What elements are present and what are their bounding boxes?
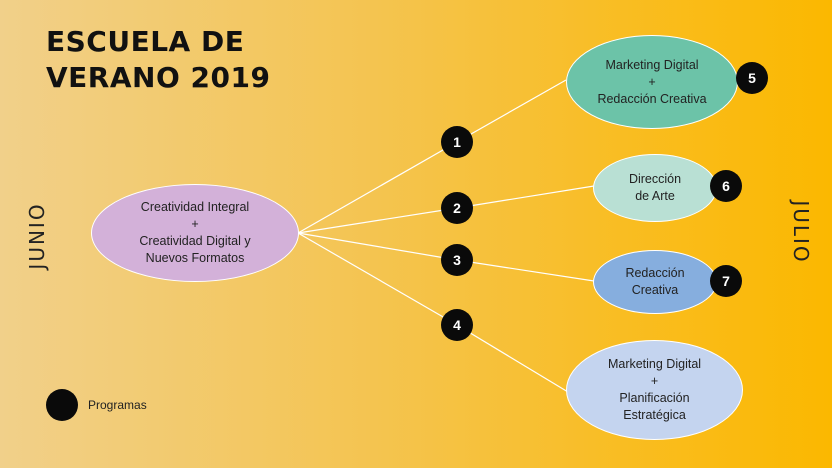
step-badge-1: 1	[441, 126, 473, 158]
connector-center-step-4	[297, 232, 458, 326]
program-badge-7-text: 7	[722, 273, 730, 289]
center-node-line-2: +	[191, 217, 199, 231]
month-label-julio-text: JULIO	[789, 200, 813, 264]
program-badge-6: 6	[710, 170, 742, 202]
program-5-line-3: Redacción Creativa	[597, 91, 707, 106]
center-node-line-4: Nuevos Formatos	[145, 251, 245, 265]
step-badge-2: 2	[441, 192, 473, 224]
step-badge-4-text: 4	[453, 317, 461, 333]
program-node-7: Redacción Creativa	[593, 250, 717, 314]
month-label-junio: JUNIO	[25, 202, 49, 269]
program-badge-5-text: 5	[748, 70, 756, 86]
connector-step-4-program-last	[456, 324, 569, 393]
title-line-2: VERANO 2019	[46, 61, 271, 94]
connector-step-1-program-5	[456, 79, 567, 143]
program-7-line-1: Redacción	[625, 266, 685, 280]
month-label-junio-text: JUNIO	[25, 202, 49, 270]
program-node-marketing-planificacion: Marketing Digital + Planificación Estrat…	[566, 340, 743, 440]
program-5-line-2: +	[648, 74, 656, 89]
program-node-5: Marketing Digital + Redacción Creativa	[566, 35, 738, 129]
step-badge-3-text: 3	[453, 252, 461, 268]
program-last-line-2: +	[650, 374, 659, 388]
legend-label: Programas	[88, 398, 147, 412]
program-badge-6-text: 6	[722, 178, 730, 194]
program-last-line-1: Marketing Digital	[607, 357, 702, 371]
step-badge-2-text: 2	[453, 200, 461, 216]
month-label-julio: JULIO	[789, 200, 813, 263]
connector-center-step-3	[297, 232, 458, 261]
connector-step-3-program-7	[456, 259, 595, 282]
center-node-line-1: Creatividad Integral	[140, 200, 250, 214]
page-title: ESCUELA DE VERANO 2019	[46, 24, 270, 96]
connector-step-2-program-6	[456, 185, 595, 209]
connector-center-step-2	[297, 207, 458, 234]
connector-center-step-1	[297, 141, 458, 234]
legend-dot-icon	[46, 389, 78, 421]
program-6-line-1: Dirección	[628, 172, 682, 186]
center-node: Creatividad Integral + Creatividad Digit…	[91, 184, 299, 282]
program-6-line-2: de Arte	[635, 189, 675, 203]
step-badge-3: 3	[441, 244, 473, 276]
program-5-line-1: Marketing Digital	[605, 57, 699, 72]
program-badge-7: 7	[710, 265, 742, 297]
step-badge-1-text: 1	[453, 134, 461, 150]
title-line-1: ESCUELA DE	[46, 25, 245, 58]
program-7-line-2: Creativa	[631, 283, 679, 297]
program-badge-5: 5	[736, 62, 768, 94]
program-node-6: Dirección de Arte	[593, 154, 717, 222]
program-last-line-3: Planificación	[619, 391, 690, 405]
center-node-line-3: Creatividad Digital y	[139, 234, 251, 248]
step-badge-4: 4	[441, 309, 473, 341]
program-last-line-4: Estratégica	[623, 408, 686, 422]
